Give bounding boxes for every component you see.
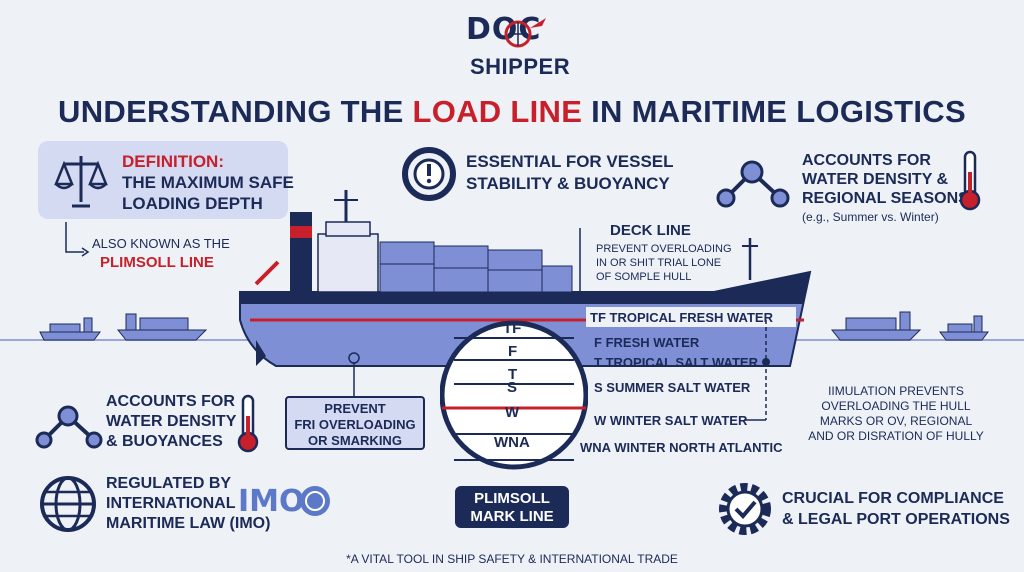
regulated-line-3: MARITIME LAW (IMO) [106, 515, 271, 532]
mark-row-w: W WINTER SALT WATER [594, 413, 748, 428]
thermometer-icon [959, 150, 981, 211]
density-seasons-note: (e.g., Summer vs. Winter) [802, 210, 939, 224]
mark-label-tf: TROPICAL FRESH WATER [609, 310, 773, 325]
deck-line-text: PREVENT OVERLOADING IN OR SHIT TRIAL LON… [596, 242, 732, 284]
molecule-icon [716, 160, 790, 208]
globe-plane-icon [504, 18, 546, 48]
imo-badge-text: IMO [238, 484, 305, 519]
cargo-ship-illustration [239, 190, 812, 367]
small-ship-right-2 [939, 315, 989, 341]
molecule-icon-small [35, 405, 103, 449]
mark-label-bg-tf [586, 307, 796, 327]
logo-shipper-text: SHIPPER [470, 54, 571, 79]
mark-row-tf: TF TROPICAL FRESH WATER [590, 310, 773, 325]
mark-label-wna: WINTER NORTH ATLANTIC [614, 440, 783, 455]
prevent-connector [348, 352, 360, 396]
compliance-line-1: CRUCIAL FOR COMPLIANCE [782, 490, 1004, 507]
stability-line-2: STABILITY & BUOYANCY [466, 174, 670, 193]
mark-row-wna: WNA WINTER NORTH ATLANTIC [580, 440, 783, 455]
simulation-line-1: IIMULATION PREVENTS [828, 384, 964, 398]
definition-text: DEFINITION: THE MAXIMUM SAFE LOADING DEP… [122, 151, 294, 214]
simulation-line-4: AND OR DISRATION OF HULLY [808, 429, 984, 443]
definition-line-1: THE MAXIMUM SAFE [122, 173, 294, 192]
mark-code-wna: WNA [494, 434, 530, 451]
small-ship-left-2 [116, 313, 208, 341]
page-title: UNDERSTANDING THE LOAD LINE IN MARITIME … [58, 94, 966, 129]
globe-icon [40, 476, 96, 532]
deck-line-line-3: OF SOMPLE HULL [596, 271, 692, 283]
footer-caption: *A VITAL TOOL IN SHIP SAFETY & INTERNATI… [346, 552, 678, 566]
mark-code-w: W [505, 404, 520, 421]
lifebuoy-icon [402, 147, 456, 201]
plimsoll-mark-dial [440, 320, 588, 470]
aka-name: PLIMSOLL LINE [100, 254, 214, 271]
small-ship-left-1 [39, 317, 101, 341]
density-seasons-text: ACCOUNTS FOR WATER DENSITY & REGIONAL SE… [802, 151, 969, 227]
density-seasons-line-2: WATER DENSITY & [802, 171, 949, 188]
simulation-line-2: OVERLOADING THE HULL [821, 399, 971, 413]
prevent-line-3: OR SMARKING [308, 433, 402, 448]
density-buoyancy-line-2: WATER DENSITY [106, 413, 237, 430]
density-buoyancy-text: ACCOUNTS FOR WATER DENSITY & BUOYANCES [106, 392, 236, 452]
definition-line-2: LOADING DEPTH [122, 194, 263, 213]
plimsoll-box-line-2: MARK LINE [470, 508, 554, 525]
density-buoyancy-line-3: & BUOYANCES [106, 433, 223, 450]
deck-line-line-1: PREVENT OVERLOADING [596, 243, 732, 255]
prevent-box [285, 396, 425, 450]
regulated-line-1: REGULATED BY [106, 475, 232, 492]
mark-row-f: F FRESH WATER [594, 335, 700, 350]
definition-label: DEFINITION: [122, 152, 224, 171]
aka-text: ALSO KNOWN AS THE [92, 236, 230, 251]
plimsoll-mark-box: PLIMSOLL MARK LINE [455, 486, 569, 528]
mark-code-f: F [508, 343, 518, 360]
mark-row-s: S SUMMER SALT WATER [594, 380, 751, 395]
prevent-line-1: PREVENT [324, 401, 386, 416]
compliance-line-2: & LEGAL PORT OPERATIONS [782, 511, 1010, 528]
simulation-text: IIMULATION PREVENTS OVERLOADING THE HULL… [806, 384, 986, 444]
prevent-box-text: PREVENT FRI OVERLOADING OR SMARKING [285, 401, 425, 449]
mark-label-t: TROPICAL SALT WATER [605, 355, 758, 370]
thermometer-icon-small [237, 394, 259, 453]
imo-emblem-icon [300, 486, 330, 516]
stability-text: ESSENTIAL FOR VESSEL STABILITY & BUOYANC… [466, 151, 674, 195]
density-seasons-line-1: ACCOUNTS FOR [802, 152, 931, 169]
simulation-line-3: MARKS OR OV, REGIONAL [819, 414, 973, 428]
small-ship-right-1 [830, 311, 922, 341]
deck-line-line-2: IN OR SHIT TRIAL LONE [596, 257, 722, 269]
mark-code-s: S [507, 379, 518, 396]
deck-line-title: DECK LINE [610, 222, 691, 239]
density-buoyancy-line-1: ACCOUNTS FOR [106, 393, 235, 410]
mark-label-f: FRESH WATER [605, 335, 700, 350]
plimsoll-box-line-1: PLIMSOLL [474, 490, 550, 507]
mark-code-tf: TF [503, 320, 522, 337]
compliance-text: CRUCIAL FOR COMPLIANCE & LEGAL PORT OPER… [782, 488, 1010, 530]
regulated-text: REGULATED BY INTERNATIONAL MARITIME LAW … [106, 474, 270, 534]
regulated-line-2: INTERNATIONAL [106, 495, 236, 512]
mark-label-w: WINTER SALT WATER [609, 413, 748, 428]
title-highlight: LOAD LINE [412, 94, 583, 129]
mark-label-s: SUMMER SALT WATER [606, 380, 751, 395]
mark-code-t: T [508, 366, 518, 383]
prevent-line-2: FRI OVERLOADING [294, 417, 416, 432]
deck-line-connector [576, 228, 584, 300]
density-seasons-line-3: REGIONAL SEASONS [802, 190, 969, 207]
arrow-connector [65, 222, 90, 257]
checkmark-gear-icon [719, 483, 771, 535]
scale-icon [54, 156, 108, 208]
simulation-connector [744, 320, 770, 421]
stability-line-1: ESSENTIAL FOR VESSEL [466, 152, 674, 171]
mark-row-t: T TROPICAL SALT WATER [594, 355, 758, 370]
